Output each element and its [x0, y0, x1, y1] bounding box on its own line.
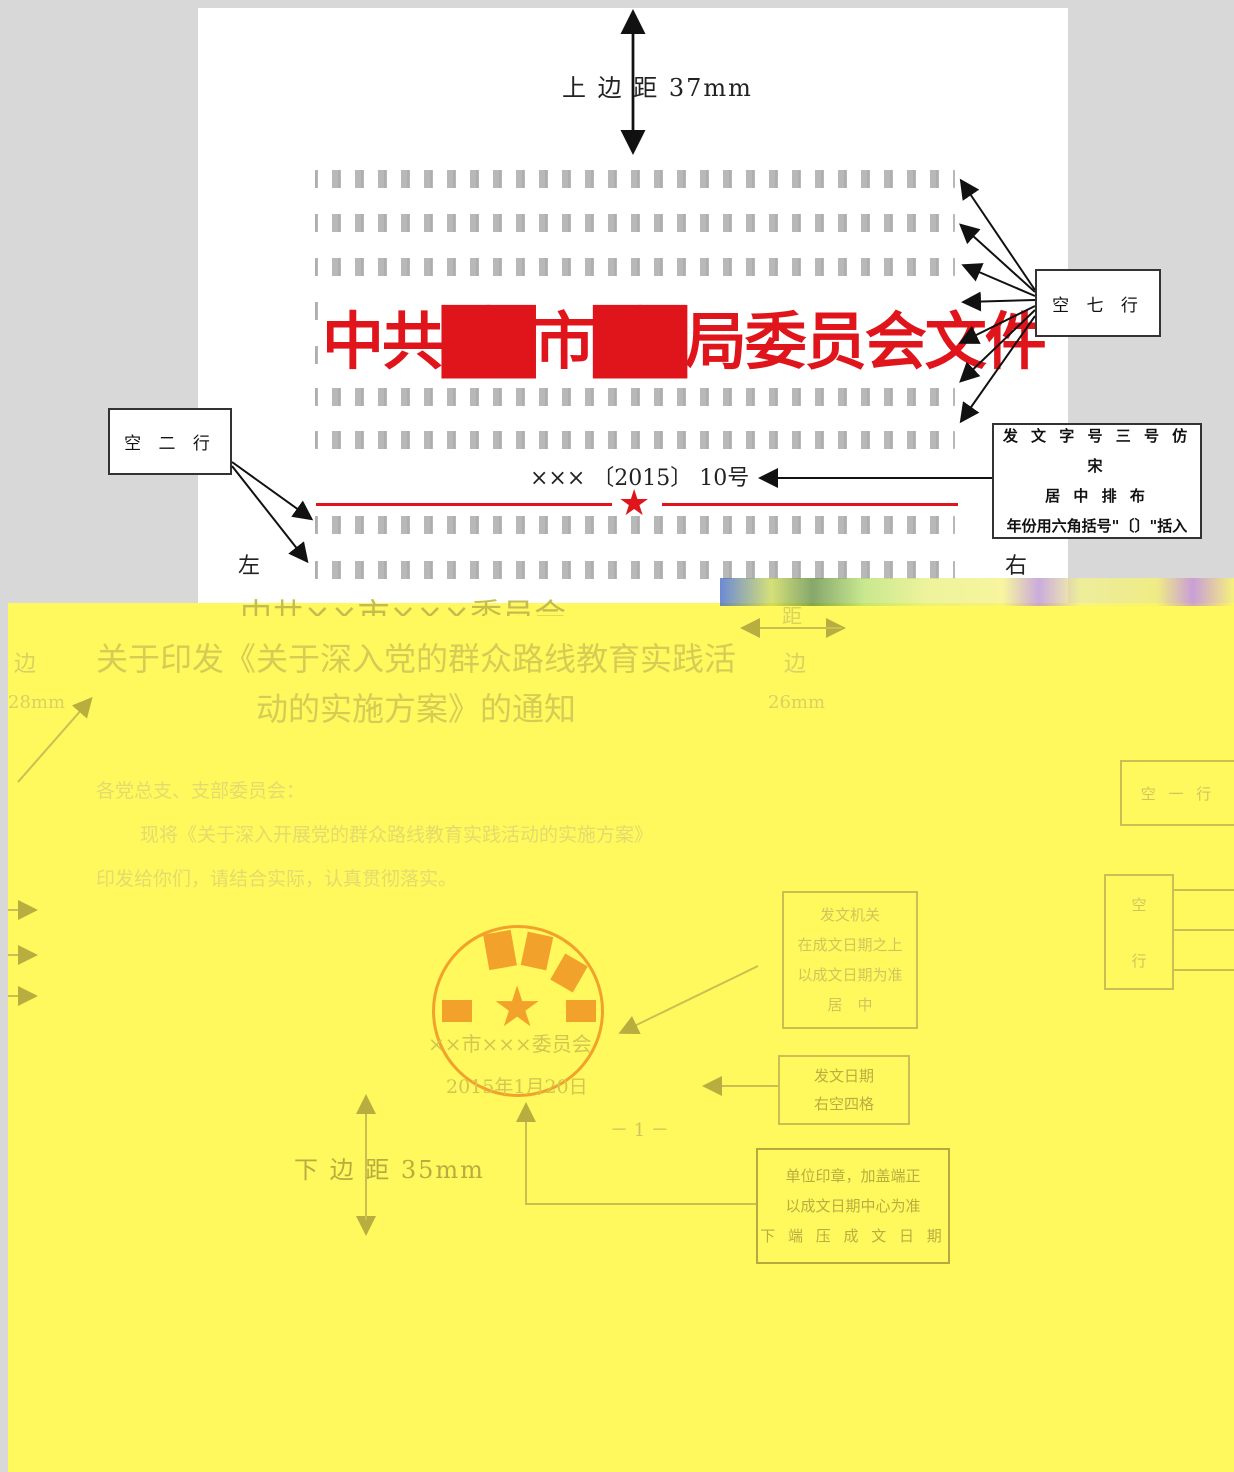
bottom-margin-label: 下 边 距 35mm	[294, 1156, 485, 1184]
left-margin-fragment2: 28mm	[8, 692, 66, 713]
doc-number-note-line3: 年份用六角括号"〔〕"括入	[1006, 517, 1188, 535]
body-line2: 印发给你们，请结合实际，认真贯彻落实。	[96, 868, 458, 890]
left-label: 左	[238, 554, 261, 579]
issuing-org-note-line1: 发文机关	[819, 906, 880, 924]
overlay-title-line1: 关于印发《关于深入党的群众路线教育实践活	[96, 640, 737, 678]
blank-line-2	[315, 214, 955, 232]
issuing-org-note-line4: 居 中	[827, 996, 873, 1014]
right-margin-fragment2: 26mm	[768, 692, 826, 713]
red-separator-left	[316, 503, 612, 506]
blank-line-6	[315, 388, 955, 406]
top-margin-label: 上 边 距 37mm	[562, 74, 753, 102]
right-margin-fragment1: 边	[784, 652, 807, 677]
doc-number-note-line1: 发 文 字 号 三 号 仿 宋	[1002, 427, 1192, 475]
doc-number-note-box: 发 文 字 号 三 号 仿 宋 居 中 排 布 年份用六角括号"〔〕"括入	[992, 423, 1202, 539]
right-margin-top: 距	[782, 604, 802, 628]
document-number: ××× 〔2015〕 10号	[530, 466, 750, 491]
blank-two-lines-label: 空 二 行	[124, 434, 216, 454]
issuing-org-note-box: 发文机关 在成文日期之上 以成文日期为准 居 中	[782, 891, 918, 1029]
page-number: － 1 －	[610, 1120, 669, 1141]
issuing-org-note-line3: 以成文日期为准	[797, 966, 903, 984]
seal-block	[566, 1000, 596, 1022]
overlay-issuer-line: 中共××市×××委员会	[240, 596, 567, 616]
seal-note-line2: 以成文日期中心为准	[785, 1197, 921, 1215]
blank-one-line-label: 空 一 行	[1140, 784, 1216, 803]
blank-two-lines-box: 空 二 行	[108, 408, 232, 475]
issuer-title-text: 中共██市██局委员会文件	[322, 305, 1047, 378]
right-label: 右	[1005, 554, 1028, 579]
blank-line-7	[315, 431, 955, 449]
seal-block	[442, 1000, 472, 1022]
official-seal	[432, 925, 604, 1097]
blank-seven-lines-label: 空 七 行	[1052, 295, 1144, 316]
date-note-box: 发文日期 右空四格	[778, 1055, 910, 1125]
blank-line-1	[315, 170, 955, 188]
side-box-bottom: 行	[1131, 951, 1147, 970]
issuer-title: 中共██市██局委员会文件	[318, 300, 1049, 378]
red-separator-right	[662, 503, 958, 506]
image-artifact	[720, 578, 1234, 606]
overlay-title-line2: 动的实施方案》的通知	[256, 690, 577, 728]
seal-note-line3: 下 端 压 成 文 日 期	[760, 1227, 946, 1245]
page-arrows	[231, 9, 1036, 564]
side-box: 空 行	[1104, 874, 1174, 990]
side-box-top: 空	[1131, 895, 1147, 914]
seal-note-line1: 单位印章，加盖端正	[785, 1167, 921, 1185]
red-star-icon: ★	[618, 483, 651, 524]
blank-line-9	[315, 561, 955, 579]
blank-one-line-box: 空 一 行	[1120, 760, 1234, 826]
issuing-org-note-line2: 在成文日期之上	[797, 936, 903, 954]
blank-line-8	[315, 516, 955, 534]
blank-seven-lines-box: 空 七 行	[1035, 269, 1161, 337]
seal-note-box: 单位印章，加盖端正 以成文日期中心为准 下 端 压 成 文 日 期	[756, 1148, 950, 1264]
doc-number-note-line2: 居 中 排 布	[1045, 487, 1149, 505]
body-line1: 现将《关于深入开展党的群众路线教育实践活动的实施方案》	[140, 824, 654, 846]
seal-date-text: 2015年1月20日	[446, 1076, 588, 1098]
seal-star-icon: ★	[492, 975, 543, 1040]
addressee: 各党总支、支部委员会：	[96, 780, 306, 802]
yellow-overlay	[8, 603, 1234, 1472]
seal-issuer-text: ××市×××委员会	[428, 1032, 592, 1056]
date-note-line1: 发文日期	[813, 1067, 874, 1085]
left-margin-fragment1: 边	[14, 652, 37, 677]
date-note-line2: 右空四格	[813, 1095, 874, 1113]
blank-line-3	[315, 258, 955, 276]
